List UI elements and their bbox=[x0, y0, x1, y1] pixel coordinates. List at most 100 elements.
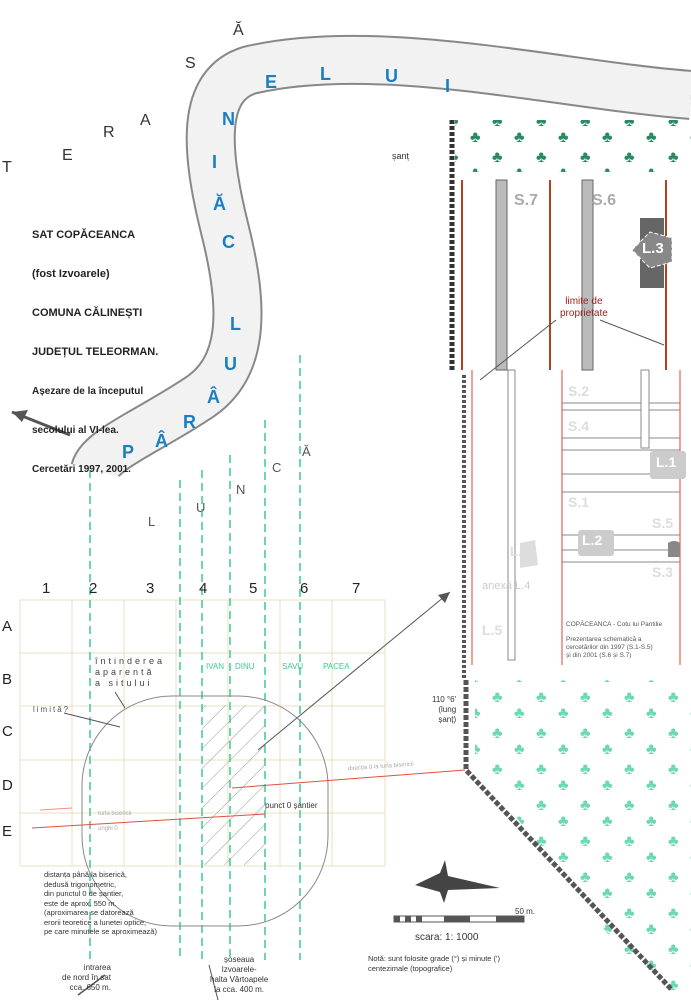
river-letter: I bbox=[445, 76, 450, 96]
excavated-area bbox=[202, 705, 265, 865]
column-label: 4 bbox=[199, 580, 208, 597]
sant-label: șanț bbox=[392, 151, 410, 161]
north-entry-label: intrarea de nord în sat cca. 650 m. bbox=[62, 963, 111, 992]
distance-note: distanța până la biserică, dedusă trigon… bbox=[44, 870, 157, 936]
river-letter: U bbox=[385, 66, 398, 86]
terasa-letter: A bbox=[140, 112, 151, 129]
property-limits-label: limite de proprietate bbox=[560, 296, 608, 319]
terasa-letter: T bbox=[2, 159, 12, 176]
river-letter: Â bbox=[155, 430, 168, 451]
church-line-2 bbox=[39, 807, 73, 811]
terasa-letter: E bbox=[62, 147, 73, 164]
pointer-line bbox=[257, 591, 451, 751]
column-label: 2 bbox=[89, 580, 98, 597]
owner-label: IVAN bbox=[206, 662, 225, 671]
column-label: 3 bbox=[146, 580, 155, 597]
l3-label: L.3 bbox=[642, 240, 664, 257]
road-arrow bbox=[208, 964, 219, 1000]
section-label: S.4 bbox=[568, 418, 590, 434]
inset-caption-title: COPĂCEANCA - Cotu lui Pantilie bbox=[566, 621, 663, 628]
scale-bar bbox=[393, 915, 525, 923]
church-label: turla bisericii bbox=[98, 811, 132, 817]
angle-label: 110 °6' (lung șanț) bbox=[432, 695, 457, 724]
zero-point-label: punct 0 șantier bbox=[265, 801, 318, 810]
owner-label: PACEA bbox=[323, 662, 350, 671]
river-letter: U bbox=[224, 354, 237, 374]
river-letter: Ă bbox=[213, 193, 226, 214]
title-line: (fost Izvoarele) bbox=[32, 268, 110, 280]
terasa-letter: R bbox=[103, 124, 115, 141]
l1-label: L.1 bbox=[656, 454, 677, 470]
river-letter: Â bbox=[207, 386, 220, 407]
river-letter: P bbox=[122, 442, 134, 462]
section-label: S.3 bbox=[652, 564, 674, 580]
row-label: C bbox=[2, 723, 13, 740]
scale-label: scara: 1: 1000 bbox=[415, 932, 479, 943]
river-letter: I bbox=[212, 152, 217, 172]
site-title: SAT COPĂCEANCA (fost Izvoarele) COMUNA C… bbox=[32, 203, 158, 489]
title-line: SAT COPĂCEANCA bbox=[32, 229, 136, 241]
title-line: Cercetări 1997, 2001. bbox=[32, 464, 131, 475]
lunca-letter: C bbox=[272, 460, 281, 475]
church-direction-line bbox=[231, 769, 466, 789]
river-name: P Â R Â U L C Ă I N E L U I bbox=[122, 64, 450, 462]
section-s6-label: S.6 bbox=[592, 192, 617, 209]
river-letter: N bbox=[222, 109, 235, 129]
lunca-letter: L bbox=[148, 514, 155, 529]
scale-length-label: 50 m. bbox=[515, 907, 536, 916]
inset-caption-body: Prezentarea schematică a cercetărilor di… bbox=[566, 636, 653, 659]
section-s7-label: S.7 bbox=[514, 192, 539, 209]
site-extent-outline bbox=[81, 695, 329, 927]
row-label: B bbox=[2, 671, 13, 688]
section-label: S.5 bbox=[652, 515, 674, 531]
forest-lower bbox=[463, 680, 691, 1000]
north-arrow-icon bbox=[415, 860, 500, 903]
section-label: S.2 bbox=[568, 383, 590, 399]
north-entry-arrow bbox=[77, 974, 106, 996]
terasa-letter: S bbox=[185, 55, 196, 72]
arrow-head bbox=[12, 410, 28, 422]
river-letter: R bbox=[183, 412, 196, 432]
column-label: 5 bbox=[249, 580, 258, 597]
l4-label: L.4 bbox=[510, 544, 529, 559]
river-letter: L bbox=[320, 64, 331, 84]
l5-label: L.5 bbox=[482, 622, 503, 638]
lunca-label: L U N C Ă bbox=[148, 444, 311, 529]
owner-label: DINU bbox=[235, 662, 255, 671]
section-label: S.1 bbox=[568, 494, 590, 510]
title-line: Așezare de la începutul bbox=[32, 386, 144, 397]
zero-angle-label: unghi 0 bbox=[98, 826, 118, 832]
title-line: secolului al VI-lea. bbox=[32, 425, 119, 436]
row-label: D bbox=[2, 777, 13, 794]
river-letter: E bbox=[265, 72, 277, 92]
column-label: 6 bbox=[300, 580, 309, 597]
lunca-letter: U bbox=[196, 500, 205, 515]
river bbox=[70, 34, 691, 481]
terasa-label: T E R A S Ă bbox=[2, 20, 244, 176]
terasa-letter: Ă bbox=[233, 20, 244, 39]
arrow-head bbox=[438, 592, 450, 603]
limit-pointer bbox=[63, 712, 121, 728]
river-letter: C bbox=[222, 232, 235, 252]
road-label: șoseaua Izvoarele- halta Vârtoapele la c… bbox=[210, 955, 269, 994]
lunca-letter: Ă bbox=[302, 444, 311, 459]
lunca-letter: N bbox=[236, 482, 245, 497]
column-label: 7 bbox=[352, 580, 361, 597]
owner-label: SAVU bbox=[282, 662, 304, 671]
extent-pointer bbox=[114, 691, 126, 709]
river-letter: L bbox=[230, 314, 241, 334]
l2-label: L.2 bbox=[582, 532, 603, 548]
title-line: COMUNA CĂLINEȘTI bbox=[32, 307, 143, 319]
row-label: A bbox=[2, 618, 13, 635]
annex-label: anexă L.4 bbox=[482, 580, 531, 592]
column-label: 1 bbox=[42, 580, 51, 597]
church-line bbox=[31, 813, 266, 829]
site-extent-label: întinderea aparentă a sitului bbox=[95, 656, 166, 688]
units-note: Notă: sunt folosite grade (°) și minute … bbox=[368, 954, 500, 973]
title-line: JUDEȚUL TELEORMAN. bbox=[32, 346, 159, 358]
inset-main bbox=[462, 369, 686, 680]
inset-top bbox=[449, 120, 691, 381]
row-label: E bbox=[2, 823, 13, 840]
